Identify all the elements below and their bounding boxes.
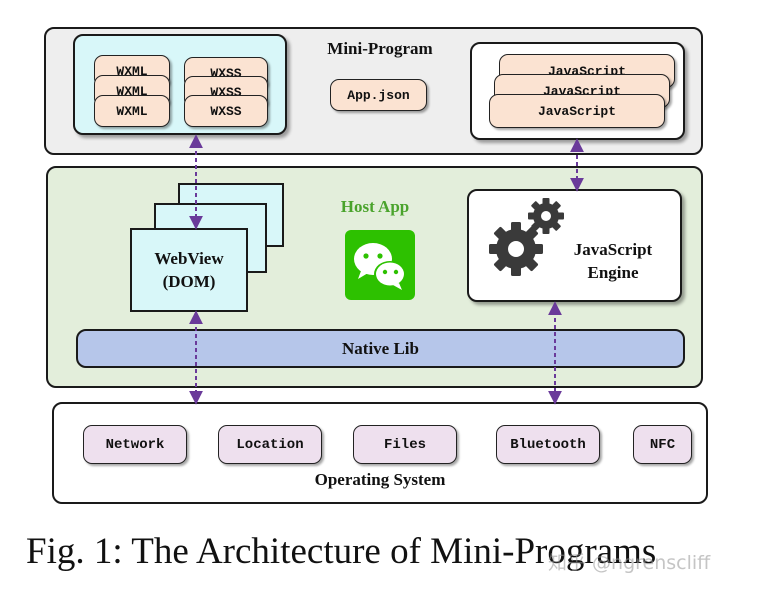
wxml-file: WXML [94,95,170,127]
webview-label: WebView [154,249,224,268]
host-app-title: Host App [340,197,410,216]
figure-caption: Fig. 1: The Architecture of Mini-Program… [26,531,657,572]
mini-program-title: Mini-Program [327,39,433,58]
javascript-file: JavaScript [489,94,665,128]
javascript-engine-label: JavaScript Engine [555,236,671,286]
wxss-file: WXSS [184,95,268,127]
wechat-bubbles-icon [354,243,406,290]
wechat-logo [345,230,415,300]
os-network: Network [83,425,187,464]
javascript-engine-line1: JavaScript [573,240,653,259]
operating-system-title: Operating System [314,470,446,489]
webview-dom-label: (DOM) [162,272,216,291]
os-nfc: NFC [633,425,692,464]
native-lib-bar: Native Lib [76,329,685,368]
app-json-file: App.json [330,79,427,111]
webview-card: WebView (DOM) [130,228,248,312]
watermark: 知乎 @ngrenscliff [548,552,711,574]
os-bluetooth: Bluetooth [496,425,600,464]
os-files: Files [353,425,457,464]
javascript-engine-line2: Engine [587,263,639,282]
os-location: Location [218,425,322,464]
